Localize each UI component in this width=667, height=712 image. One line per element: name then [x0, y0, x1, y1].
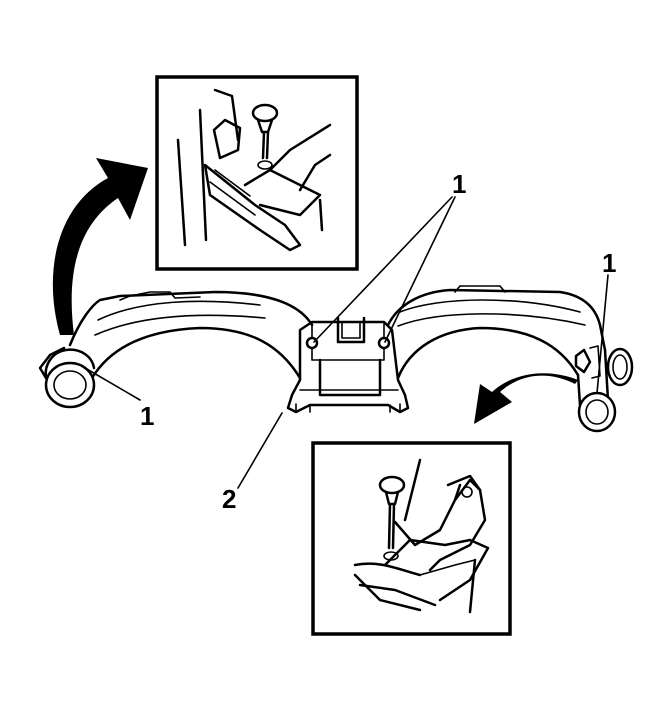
- heater-duct-assembly: [38, 285, 634, 433]
- retaining-clip: [606, 347, 634, 387]
- center-right-fastener: [377, 336, 391, 350]
- callout-1-top: 1: [452, 169, 466, 199]
- callout-2-duct: 2: [222, 484, 236, 514]
- upper-curved-arrow-icon: [52, 158, 148, 335]
- leader-lines: [79, 196, 609, 489]
- push-pin-icon: [378, 475, 406, 561]
- lower-detail-inset: [311, 441, 512, 636]
- upper-detail-inset: [155, 75, 359, 271]
- right-outlet: [576, 348, 617, 433]
- callout-1-right: 1: [602, 248, 616, 278]
- lower-curved-arrow-icon: [474, 373, 578, 424]
- callout-1-left: 1: [140, 401, 154, 431]
- left-outlet: [38, 346, 96, 409]
- push-pin-icon: [251, 103, 279, 170]
